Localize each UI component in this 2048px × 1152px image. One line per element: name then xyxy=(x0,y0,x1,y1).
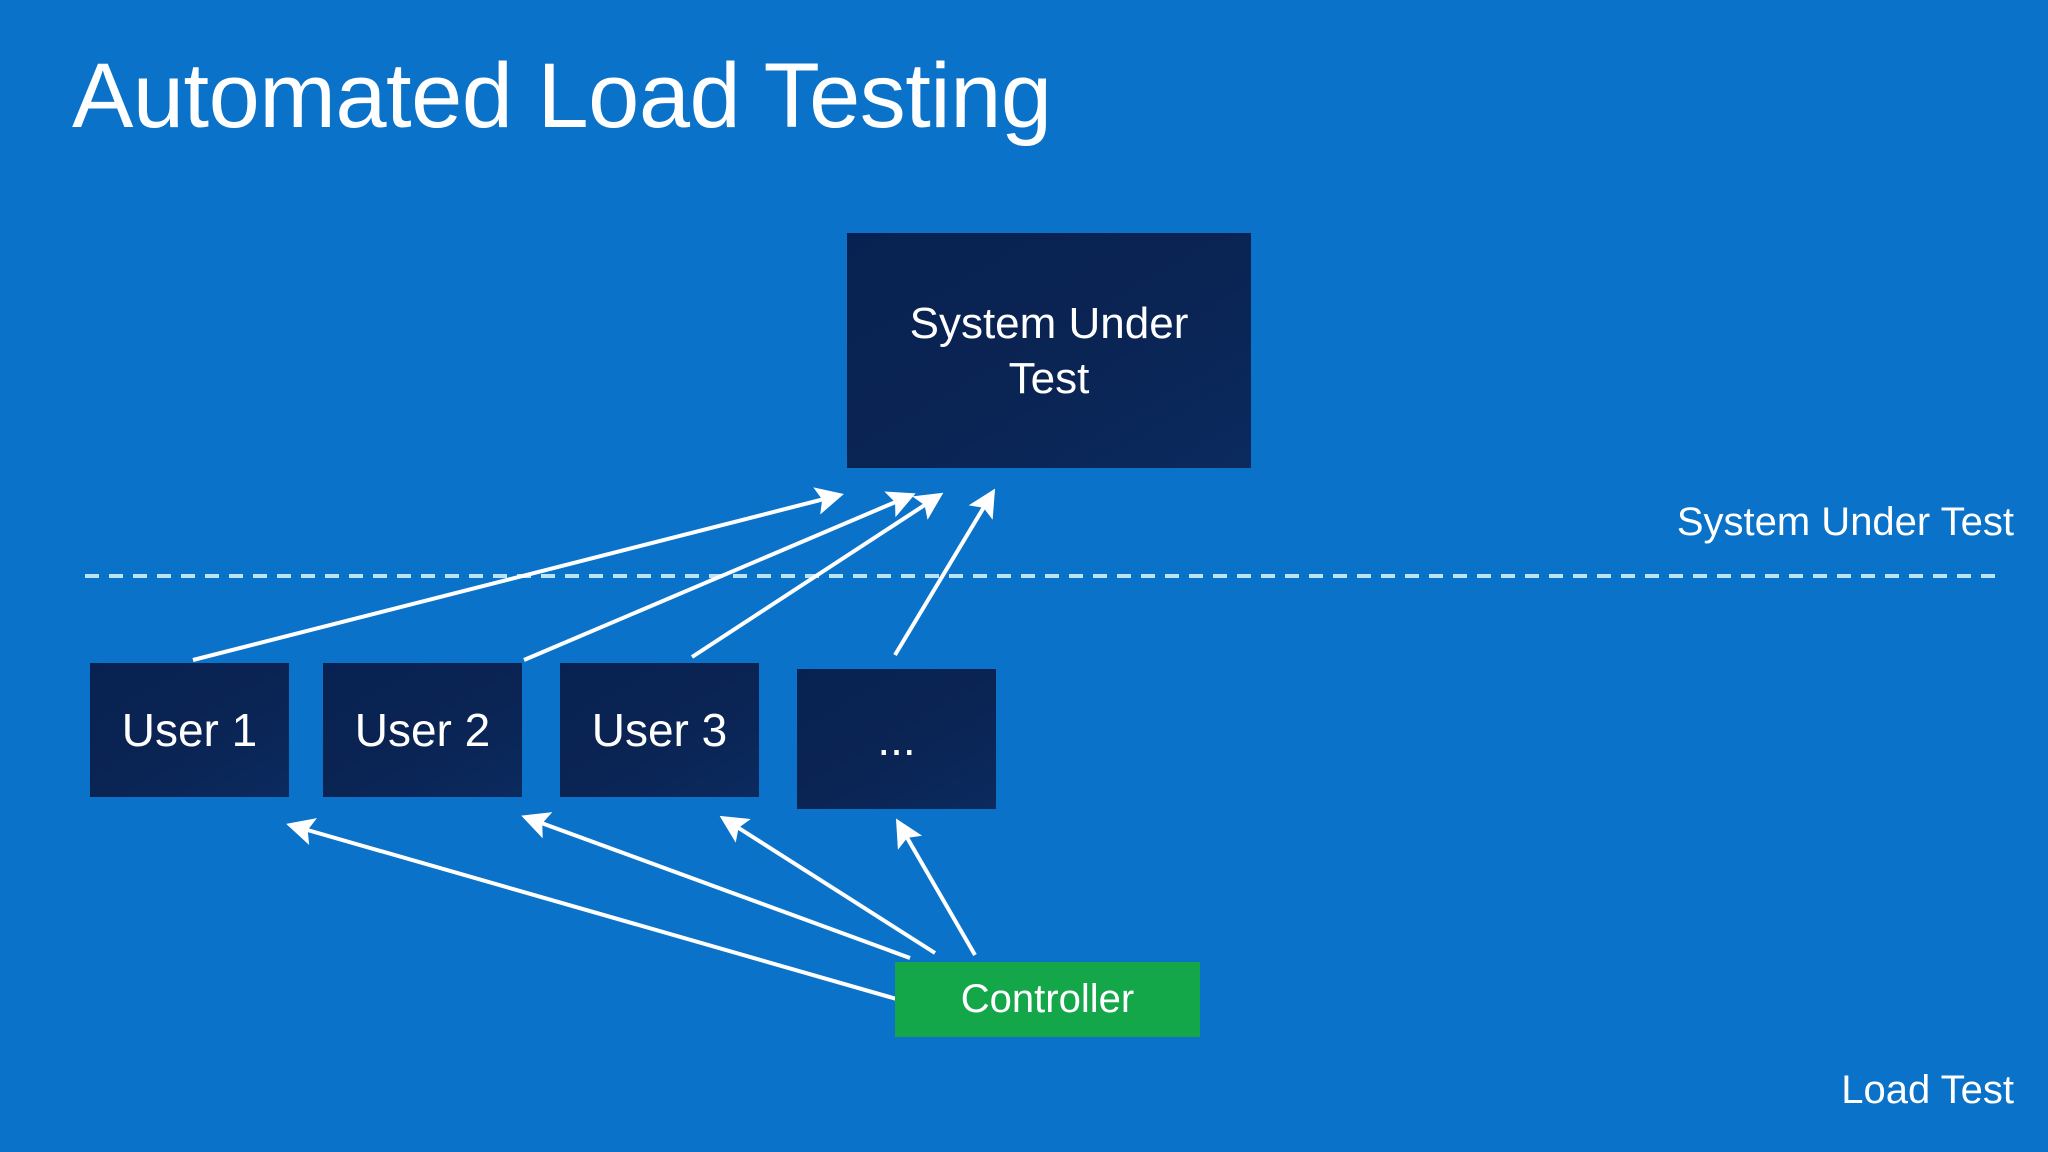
arrow-group-controller-to-users xyxy=(286,812,977,1002)
arrow-group-users-to-sut xyxy=(192,487,996,662)
node-system-under-test-label: System Under Test xyxy=(909,298,1189,403)
node-user-3-label: User 3 xyxy=(591,704,728,756)
zone-label-load-test: Load Test xyxy=(1841,1068,2014,1112)
node-user-more-label: ... xyxy=(877,713,916,765)
node-controller-label: Controller xyxy=(960,977,1135,1021)
zone-label-system-under-test: System Under Test xyxy=(1676,500,2014,544)
arrow-user3-to-sut xyxy=(690,492,944,659)
node-user-3[interactable]: User 3 xyxy=(560,663,759,797)
arrow-controller-to-user2 xyxy=(521,812,911,960)
arrow-user1-to-sut xyxy=(192,487,844,662)
arrow-controller-to-ellipsis xyxy=(895,818,977,957)
arrow-controller-to-user1 xyxy=(286,818,901,1002)
arrow-controller-to-user3 xyxy=(719,815,937,955)
node-user-1[interactable]: User 1 xyxy=(90,663,289,797)
node-system-under-test[interactable]: System Under Test xyxy=(847,233,1251,468)
node-user-1-label: User 1 xyxy=(121,704,258,756)
arrow-user2-to-sut xyxy=(523,491,916,662)
node-user-2[interactable]: User 2 xyxy=(323,663,522,797)
node-user-2-label: User 2 xyxy=(354,704,491,756)
page-title: Automated Load Testing xyxy=(72,45,1052,147)
node-user-more[interactable]: ... xyxy=(797,669,996,809)
arrow-ellipsis-to-sut xyxy=(893,488,996,657)
node-controller[interactable]: Controller xyxy=(895,962,1200,1037)
